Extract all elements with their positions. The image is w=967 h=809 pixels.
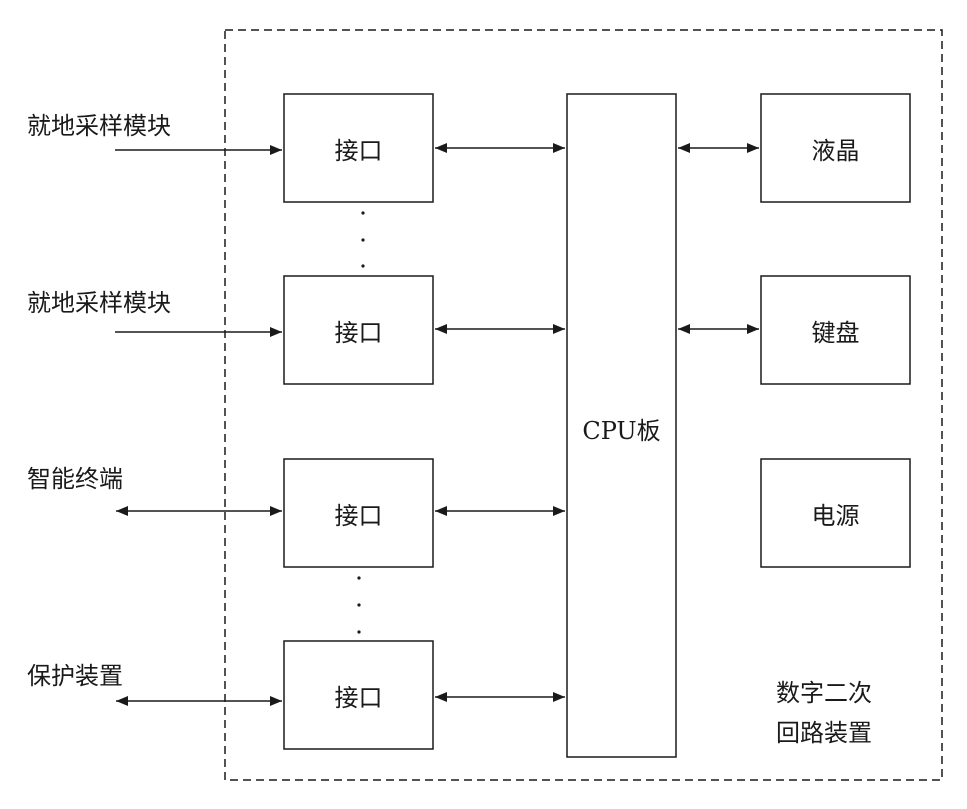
input-label-sampling-2: 就地采样模块: [27, 289, 171, 317]
device-boundary: [224, 29, 943, 781]
interface-box-1: [283, 93, 434, 203]
lcd-label: 液晶: [811, 136, 860, 165]
device-label-line2: 回路装置: [776, 719, 872, 747]
keyboard-label: 键盘: [811, 318, 860, 347]
interface-box-4: [283, 640, 434, 750]
ellipsis-dots-lower: [357, 576, 361, 634]
interface-label-4: 接口: [334, 683, 383, 712]
ellipsis-dots-upper: [361, 211, 365, 268]
interface-label-1: 接口: [334, 136, 383, 165]
interface-box-3: [283, 458, 434, 568]
power-supply-label: 电源: [811, 501, 860, 530]
lcd-box: [760, 93, 911, 203]
interface-label-2: 接口: [334, 318, 383, 347]
keyboard-box: [760, 275, 911, 385]
cpu-board-label: CPU板: [582, 416, 661, 445]
interface-label-3: 接口: [334, 501, 383, 530]
input-label-smart-terminal: 智能终端: [27, 465, 123, 493]
input-label-sampling-1: 就地采样模块: [27, 112, 171, 140]
cpu-board-box: [566, 93, 677, 758]
device-label-line1: 数字二次: [776, 679, 872, 707]
device-label: 数字二次 回路装置: [776, 673, 872, 753]
interface-box-2: [283, 275, 434, 385]
power-box: [760, 458, 911, 568]
input-label-protection-device: 保护装置: [27, 662, 123, 690]
